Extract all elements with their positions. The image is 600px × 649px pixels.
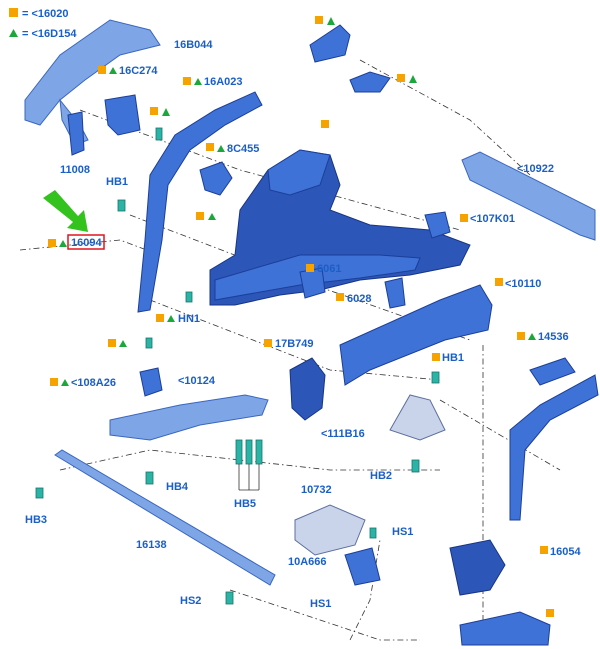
label-HS1-b: HS1 [310, 598, 331, 610]
part-top-bracket-b [349, 71, 391, 93]
bolt-hb3 [35, 487, 44, 499]
label-16094: 16094 [71, 237, 102, 249]
part-16C274 [104, 94, 141, 136]
part-16A023 [137, 91, 263, 313]
bolt-hb4 [145, 471, 154, 485]
label-16B044: 16B044 [174, 39, 213, 51]
label-10922: <10922 [517, 163, 554, 175]
part-top-bracket-a [309, 24, 351, 63]
label-8C455: 8C455 [227, 143, 259, 155]
label-16054: 16054 [550, 546, 581, 558]
part-16B044 [24, 19, 161, 126]
legend-triangle-icon [9, 29, 18, 37]
label-6061: 6061 [317, 263, 341, 275]
label-10110: <10110 [505, 278, 541, 290]
label-16138: 16138 [136, 539, 167, 551]
callouts: 16B044 16C274 16A023 11008 HB1 8C455 <10… [25, 16, 581, 617]
label-107K01: <107K01 [470, 213, 515, 225]
label-10124: <10124 [178, 375, 216, 387]
label-HB4: HB4 [166, 481, 189, 493]
part-6061 [299, 267, 326, 299]
label-HB2: HB2 [370, 470, 392, 482]
part-10732 [294, 504, 366, 556]
label-17B749: 17B749 [275, 338, 314, 350]
bolt-hb5-a [235, 439, 243, 465]
bolt-hb2 [411, 459, 420, 473]
legend-square-text: = <16020 [22, 8, 69, 20]
legend: = <16020 = <16D154 [9, 8, 77, 40]
part-107K01 [424, 211, 451, 239]
label-HB3: HB3 [25, 514, 47, 526]
label-10732: 10732 [301, 484, 332, 496]
part-14536 [529, 357, 576, 386]
label-16A023: 16A023 [204, 76, 243, 88]
part-10A666 [344, 547, 381, 586]
bolt-hb5-c [255, 439, 263, 465]
label-HS1-a: HS1 [392, 526, 413, 538]
part-10922 [461, 151, 596, 241]
part-111B16 [389, 394, 446, 441]
part-108A26 [139, 367, 163, 397]
bolt-hs1 [369, 527, 377, 539]
label-111B16: <111B16 [321, 428, 365, 440]
part-8C455 [199, 161, 233, 196]
bolt-hb1-a [117, 199, 126, 212]
parts [24, 19, 599, 646]
label-16094-highlight-box [67, 234, 105, 250]
bolt-center [155, 127, 163, 141]
bolt-center-2 [145, 337, 153, 349]
label-16C274: 16C274 [119, 65, 158, 77]
part-16138 [54, 449, 276, 586]
bolt-hb5-b [245, 439, 253, 465]
label-HS2: HS2 [180, 595, 201, 607]
label-11008: 11008 [60, 164, 90, 176]
bolt-hn1 [185, 291, 193, 303]
bolt-hs2 [225, 591, 234, 605]
legend-triangle-text: = <16D154 [22, 28, 77, 40]
label-10A666: 10A666 [288, 556, 327, 568]
part-17B749 [289, 357, 326, 421]
bolt-hb1-b [431, 371, 440, 384]
label-HN1: HN1 [178, 313, 200, 325]
part-right-curved-member [509, 374, 599, 521]
label-HB1-b: HB1 [442, 352, 464, 364]
part-10110 [339, 284, 493, 386]
label-14536: 14536 [538, 331, 569, 343]
label-6028: 6028 [347, 293, 371, 305]
part-bottom-right [459, 611, 551, 646]
label-HB1-a: HB1 [106, 176, 128, 188]
part-16054 [449, 539, 506, 596]
label-HB5: HB5 [234, 498, 256, 510]
part-10124 [109, 394, 269, 441]
part-11008 [67, 111, 85, 156]
highlight-arrow [43, 190, 88, 232]
legend-square-icon [9, 8, 18, 17]
label-108A26: <108A26 [71, 377, 116, 389]
part-6028 [384, 277, 406, 309]
